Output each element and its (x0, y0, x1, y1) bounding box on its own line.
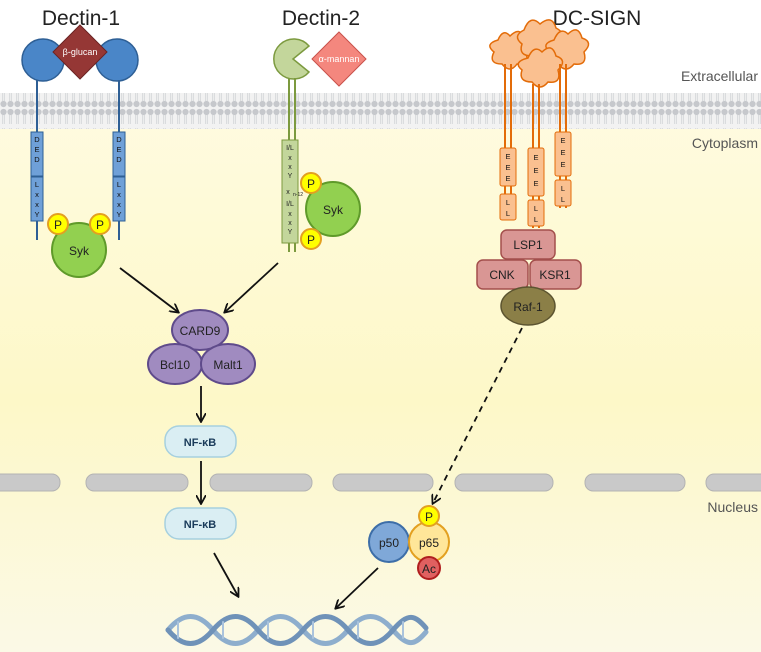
svg-text:I/L: I/L (286, 145, 294, 152)
card9: CARD9 (171, 309, 229, 351)
svg-text:CNK: CNK (489, 268, 514, 282)
svg-text:D: D (116, 135, 122, 144)
svg-text:E: E (505, 163, 510, 172)
svg-text:p65: p65 (419, 536, 439, 550)
svg-text:L: L (534, 204, 538, 213)
svg-text:E: E (34, 145, 39, 154)
svg-text:E: E (116, 145, 121, 154)
title-dectin-1: Dectin-1 (42, 7, 120, 30)
svg-text:L: L (35, 180, 39, 189)
dc-sign-receptor (489, 19, 590, 228)
svg-text:P: P (96, 218, 104, 232)
arrow-dectin1-to-card9 (119, 267, 178, 312)
svg-text:x: x (288, 220, 292, 227)
svg-text:L: L (506, 198, 510, 207)
dectin-2-receptor (273, 38, 311, 252)
raf-1: Raf-1 (500, 286, 556, 326)
svg-text:LSP1: LSP1 (513, 238, 543, 252)
svg-text:Syk: Syk (69, 244, 90, 258)
arrow-nfkb-to-dna (213, 552, 238, 596)
svg-text:x: x (288, 164, 292, 171)
alpha-mannan-label: α-mannan (319, 54, 360, 64)
pathway-arrows (119, 262, 523, 608)
malt1: Malt1 (200, 343, 256, 385)
svg-text:D: D (116, 155, 122, 164)
label-extracellular: Extracellular (681, 68, 758, 84)
svg-text:D: D (34, 155, 40, 164)
dectin-2-itam-motifs: I/L x x Y x n-12 I/L x x Y (286, 145, 303, 236)
svg-text:Y: Y (288, 173, 293, 180)
svg-text:Malt1: Malt1 (213, 358, 243, 372)
svg-text:L: L (561, 184, 565, 193)
svg-text:D: D (34, 135, 40, 144)
label-nucleus: Nucleus (707, 499, 758, 515)
svg-text:Y: Y (34, 210, 39, 219)
svg-text:E: E (505, 174, 510, 183)
svg-text:Syk: Syk (323, 203, 344, 217)
svg-text:E: E (533, 153, 538, 162)
svg-text:x: x (117, 200, 121, 209)
dectin-2-phospho: P P (300, 172, 322, 250)
svg-text:CARD9: CARD9 (180, 324, 221, 338)
label-cytoplasm: Cytoplasm (692, 135, 758, 151)
title-dc-sign: DC-SIGN (553, 7, 642, 30)
title-dectin-2: Dectin-2 (282, 7, 360, 30)
dectin-1-syk: Syk (51, 222, 107, 278)
svg-text:Y: Y (288, 229, 293, 236)
svg-text:E: E (560, 136, 565, 145)
svg-text:x: x (288, 211, 292, 218)
svg-text:L: L (534, 215, 538, 224)
lsp1: LSP1 (500, 229, 556, 260)
dna-helix (165, 614, 429, 646)
svg-text:x: x (35, 200, 39, 209)
cnk: CNK (476, 259, 529, 290)
svg-text:x: x (286, 189, 290, 196)
svg-text:p50: p50 (379, 536, 399, 550)
nf-kb-nuclear: NF-κB (164, 507, 237, 540)
svg-text:Ac: Ac (422, 562, 436, 576)
nuclear-envelope (0, 473, 761, 492)
svg-text:x: x (117, 190, 121, 199)
svg-text:L: L (117, 180, 121, 189)
svg-text:KSR1: KSR1 (539, 268, 571, 282)
svg-text:Raf-1: Raf-1 (513, 300, 543, 314)
p65-acetyl: Ac (417, 556, 441, 580)
arrow-dectin2-to-card9 (225, 262, 279, 312)
svg-text:Bcl10: Bcl10 (160, 358, 190, 372)
dectin-2-ligand: α-mannan (311, 31, 367, 87)
dectin-2-syk: Syk (305, 181, 361, 237)
ksr1: KSR1 (529, 259, 582, 290)
svg-text:L: L (506, 209, 510, 218)
svg-text:P: P (307, 177, 315, 191)
beta-glucan-label: β-glucan (63, 47, 98, 57)
svg-text:E: E (505, 152, 510, 161)
svg-text:n-12: n-12 (293, 192, 303, 198)
svg-text:NF-κB: NF-κB (184, 519, 216, 531)
svg-text:E: E (533, 179, 538, 188)
svg-text:E: E (560, 160, 565, 169)
dc-sign-motifs: E E E L L E E E L L E E E L L (505, 136, 565, 224)
svg-text:P: P (425, 510, 433, 524)
dectin-1-ligand: β-glucan (52, 24, 108, 80)
svg-text:NF-κB: NF-κB (184, 437, 216, 449)
p65-phospho: P (418, 505, 440, 527)
bcl10: Bcl10 (147, 343, 203, 385)
svg-text:Y: Y (116, 210, 121, 219)
dectin-1-phospho: P P (47, 213, 111, 235)
plasma-membrane (0, 93, 761, 129)
arrow-p65-to-dna (336, 567, 379, 608)
svg-text:x: x (288, 155, 292, 162)
nf-kb-cytoplasmic: NF-κB (164, 425, 237, 458)
svg-text:L: L (561, 195, 565, 204)
svg-text:P: P (307, 233, 315, 247)
svg-text:P: P (54, 218, 62, 232)
svg-text:I/L: I/L (286, 201, 294, 208)
dectin-1-itam-motifs: D E D L x x Y D E D L x x Y (34, 135, 122, 219)
svg-text:x: x (35, 190, 39, 199)
p50: p50 (368, 521, 410, 563)
svg-text:E: E (533, 166, 538, 175)
svg-text:E: E (560, 148, 565, 157)
